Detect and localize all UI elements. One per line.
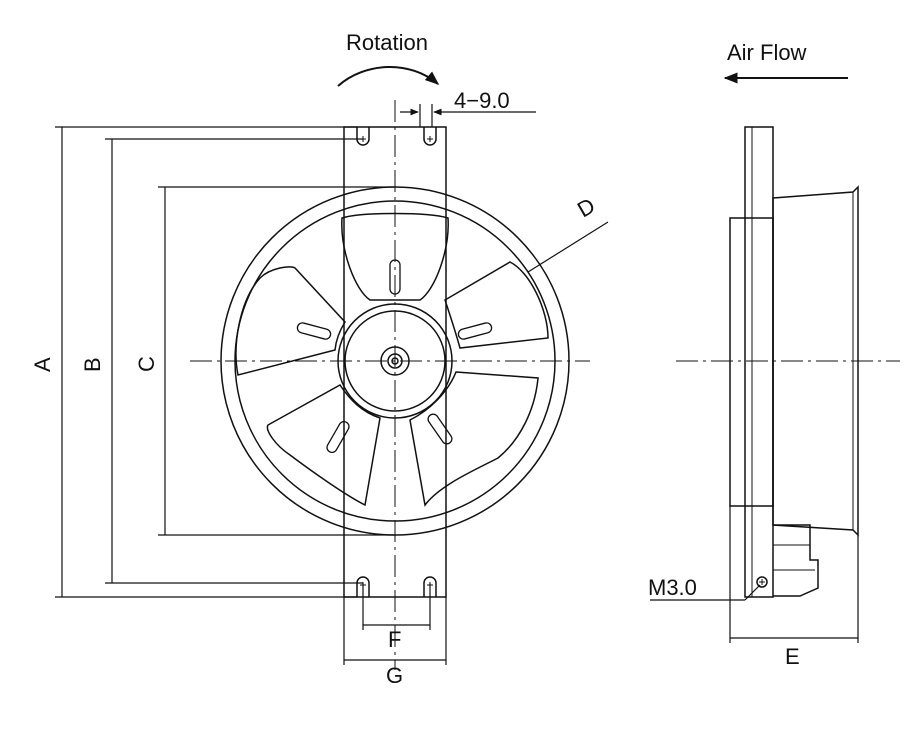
rotation-arrow [337, 66, 440, 87]
m3-leader [650, 584, 761, 601]
side-motor-block [773, 524, 819, 597]
dimension-g [343, 597, 447, 665]
slot-dimension [400, 104, 536, 127]
dim-c-label: C [134, 356, 159, 372]
dim-d-label: D [573, 193, 599, 223]
dimension-e [729, 506, 859, 643]
dimension-c [158, 186, 395, 536]
dim-b-label: B [80, 357, 105, 372]
dim-f-label: F [388, 627, 401, 652]
center-lines [190, 100, 900, 670]
air-flow-label: Air Flow [727, 40, 807, 65]
m3-label: M3.0 [648, 575, 697, 600]
dimension-f [362, 583, 431, 630]
side-flange [744, 126, 774, 598]
dim-e-label: E [785, 644, 800, 669]
dim-g-label: G [386, 663, 403, 688]
top-slot-right [423, 127, 437, 146]
blade-upper-left [235, 266, 346, 376]
blade-lower-right [409, 371, 539, 507]
blade-top [341, 212, 449, 301]
dimension-d-leader [527, 221, 609, 273]
dimension-a [55, 126, 357, 598]
blade-lower-left [266, 384, 381, 507]
slot-label: 4−9.0 [454, 88, 510, 113]
side-view [729, 126, 859, 598]
m3-screw-icon [756, 576, 768, 588]
dim-a-label: A [30, 357, 55, 372]
rotation-label: Rotation [346, 30, 428, 55]
bottom-slot-right [423, 576, 437, 597]
top-slot-left [356, 127, 370, 146]
blade-upper-right [444, 261, 549, 349]
bottom-slot-left [356, 576, 370, 597]
dimension-b [105, 138, 363, 584]
